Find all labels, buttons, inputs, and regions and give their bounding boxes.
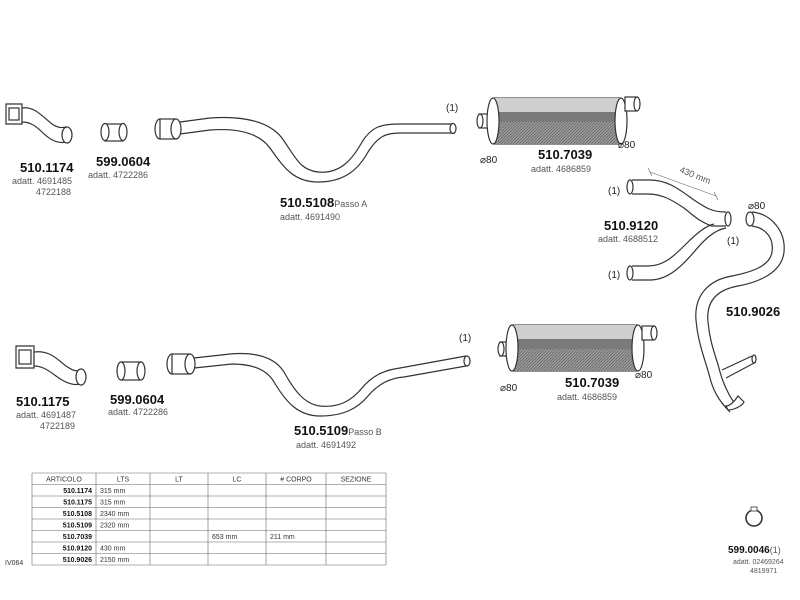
table-cell: 315 mm <box>100 500 125 507</box>
muffler-code-lower: 510.7039 <box>565 375 619 390</box>
manifold-adatt-upper: adatt. 4691485 <box>12 176 72 186</box>
ypipe-note-bottom: (1) <box>608 270 620 281</box>
table-header: LTS <box>117 477 130 484</box>
sleeve-part-upper <box>100 122 128 142</box>
sleeve-adatt-lower: adatt. 4722286 <box>108 407 168 417</box>
spec-table: ARTICOLO LTS LT LC # CORPO SEZIONE 510.1174 315… <box>31 472 387 566</box>
clamp-part <box>745 506 763 527</box>
clamp-code: 599.0046 <box>728 545 770 556</box>
muffler-inlet-dia-lower: ⌀80 <box>500 383 518 394</box>
muffler-part-upper <box>476 96 641 145</box>
muffler-adatt-upper: adatt. 4686859 <box>531 164 591 174</box>
muffler-outlet-dia-upper: ⌀80 <box>618 140 636 151</box>
pipe-part-lower <box>166 352 471 417</box>
pipe-adatt-upper: adatt. 4691490 <box>280 212 340 222</box>
manifold-part-lower <box>15 345 87 386</box>
pipe-note-lower: (1) <box>459 333 471 344</box>
table-cell: 2320 mm <box>100 523 129 530</box>
sleeve-code-lower: 599.0604 <box>110 392 165 407</box>
table-cell: 510.5108 <box>63 511 92 518</box>
sleeve-part-lower <box>116 361 146 381</box>
table-cell: 510.5109 <box>63 523 92 530</box>
table-header: LC <box>233 477 242 484</box>
table-header: ARTICOLO <box>46 477 82 484</box>
table-cell: 653 mm <box>212 534 237 541</box>
pipe-label-upper: 510.5108Passo A <box>280 195 367 210</box>
tailpipe-dia: ⌀80 <box>748 201 766 212</box>
manifold-adatt2-upper: 4722188 <box>36 187 71 197</box>
sleeve-adatt-upper: adatt. 4722286 <box>88 170 148 180</box>
clamp-adatt: adatt. 02469264 <box>733 559 784 566</box>
table-cell: 510.1175 <box>63 500 92 507</box>
clamp-note: (1) <box>770 545 781 555</box>
pipe-suffix-upper: Passo A <box>334 199 367 209</box>
ypipe-length: 430 mm <box>678 165 712 186</box>
ypipe-part <box>626 167 732 281</box>
manifold-adatt2-lower: 4722189 <box>40 421 75 431</box>
muffler-code-upper: 510.7039 <box>538 147 592 162</box>
muffler-adatt-lower: adatt. 4686859 <box>557 392 617 402</box>
manifold-adatt-lower: adatt. 4691487 <box>16 410 76 420</box>
table-header: # CORPO <box>280 477 312 484</box>
table-cell: 315 mm <box>100 488 125 495</box>
table-cell: 2340 mm <box>100 511 129 518</box>
ypipe-note-top: (1) <box>608 186 620 197</box>
table-cell: 430 mm <box>100 546 125 553</box>
muffler-part-lower <box>497 324 658 372</box>
manifold-code-upper: 510.1174 <box>20 160 74 175</box>
tailpipe-code: 510.9026 <box>726 304 780 319</box>
pipe-note-upper: (1) <box>446 103 458 114</box>
table-cell: 2150 mm <box>100 557 129 564</box>
muffler-inlet-dia-upper: ⌀80 <box>480 155 498 166</box>
pipe-label-lower: 510.5109Passo B <box>294 423 382 438</box>
table-cell: 211 mm <box>270 534 295 541</box>
manifold-part-upper <box>5 103 73 144</box>
table-cell: 510.1174 <box>63 488 92 495</box>
table-header: SEZIONE <box>341 477 372 484</box>
side-label: IV064 <box>5 560 23 567</box>
pipe-code-lower: 510.5109 <box>294 423 348 438</box>
sleeve-code-upper: 599.0604 <box>96 154 151 169</box>
ypipe-note-right: (1) <box>727 236 739 247</box>
ypipe-code: 510.9120 <box>604 218 658 233</box>
tailpipe-part <box>695 211 785 413</box>
clamp-adatt2: 4819971 <box>750 568 777 575</box>
pipe-suffix-lower: Passo B <box>348 427 382 437</box>
pipe-adatt-lower: adatt. 4691492 <box>296 440 356 450</box>
table-cell: 510.9120 <box>63 546 92 553</box>
table-cell: 510.7039 <box>63 534 92 541</box>
pipe-part-upper <box>154 116 457 183</box>
clamp-label: 599.0046(1) <box>728 545 781 556</box>
muffler-outlet-dia-lower: ⌀80 <box>635 370 653 381</box>
table-cell: 510.9026 <box>63 557 92 564</box>
ypipe-adatt: adatt. 4688512 <box>598 234 658 244</box>
manifold-code-lower: 510.1175 <box>16 394 70 409</box>
pipe-code-upper: 510.5108 <box>280 195 334 210</box>
table-header: LT <box>175 477 183 484</box>
